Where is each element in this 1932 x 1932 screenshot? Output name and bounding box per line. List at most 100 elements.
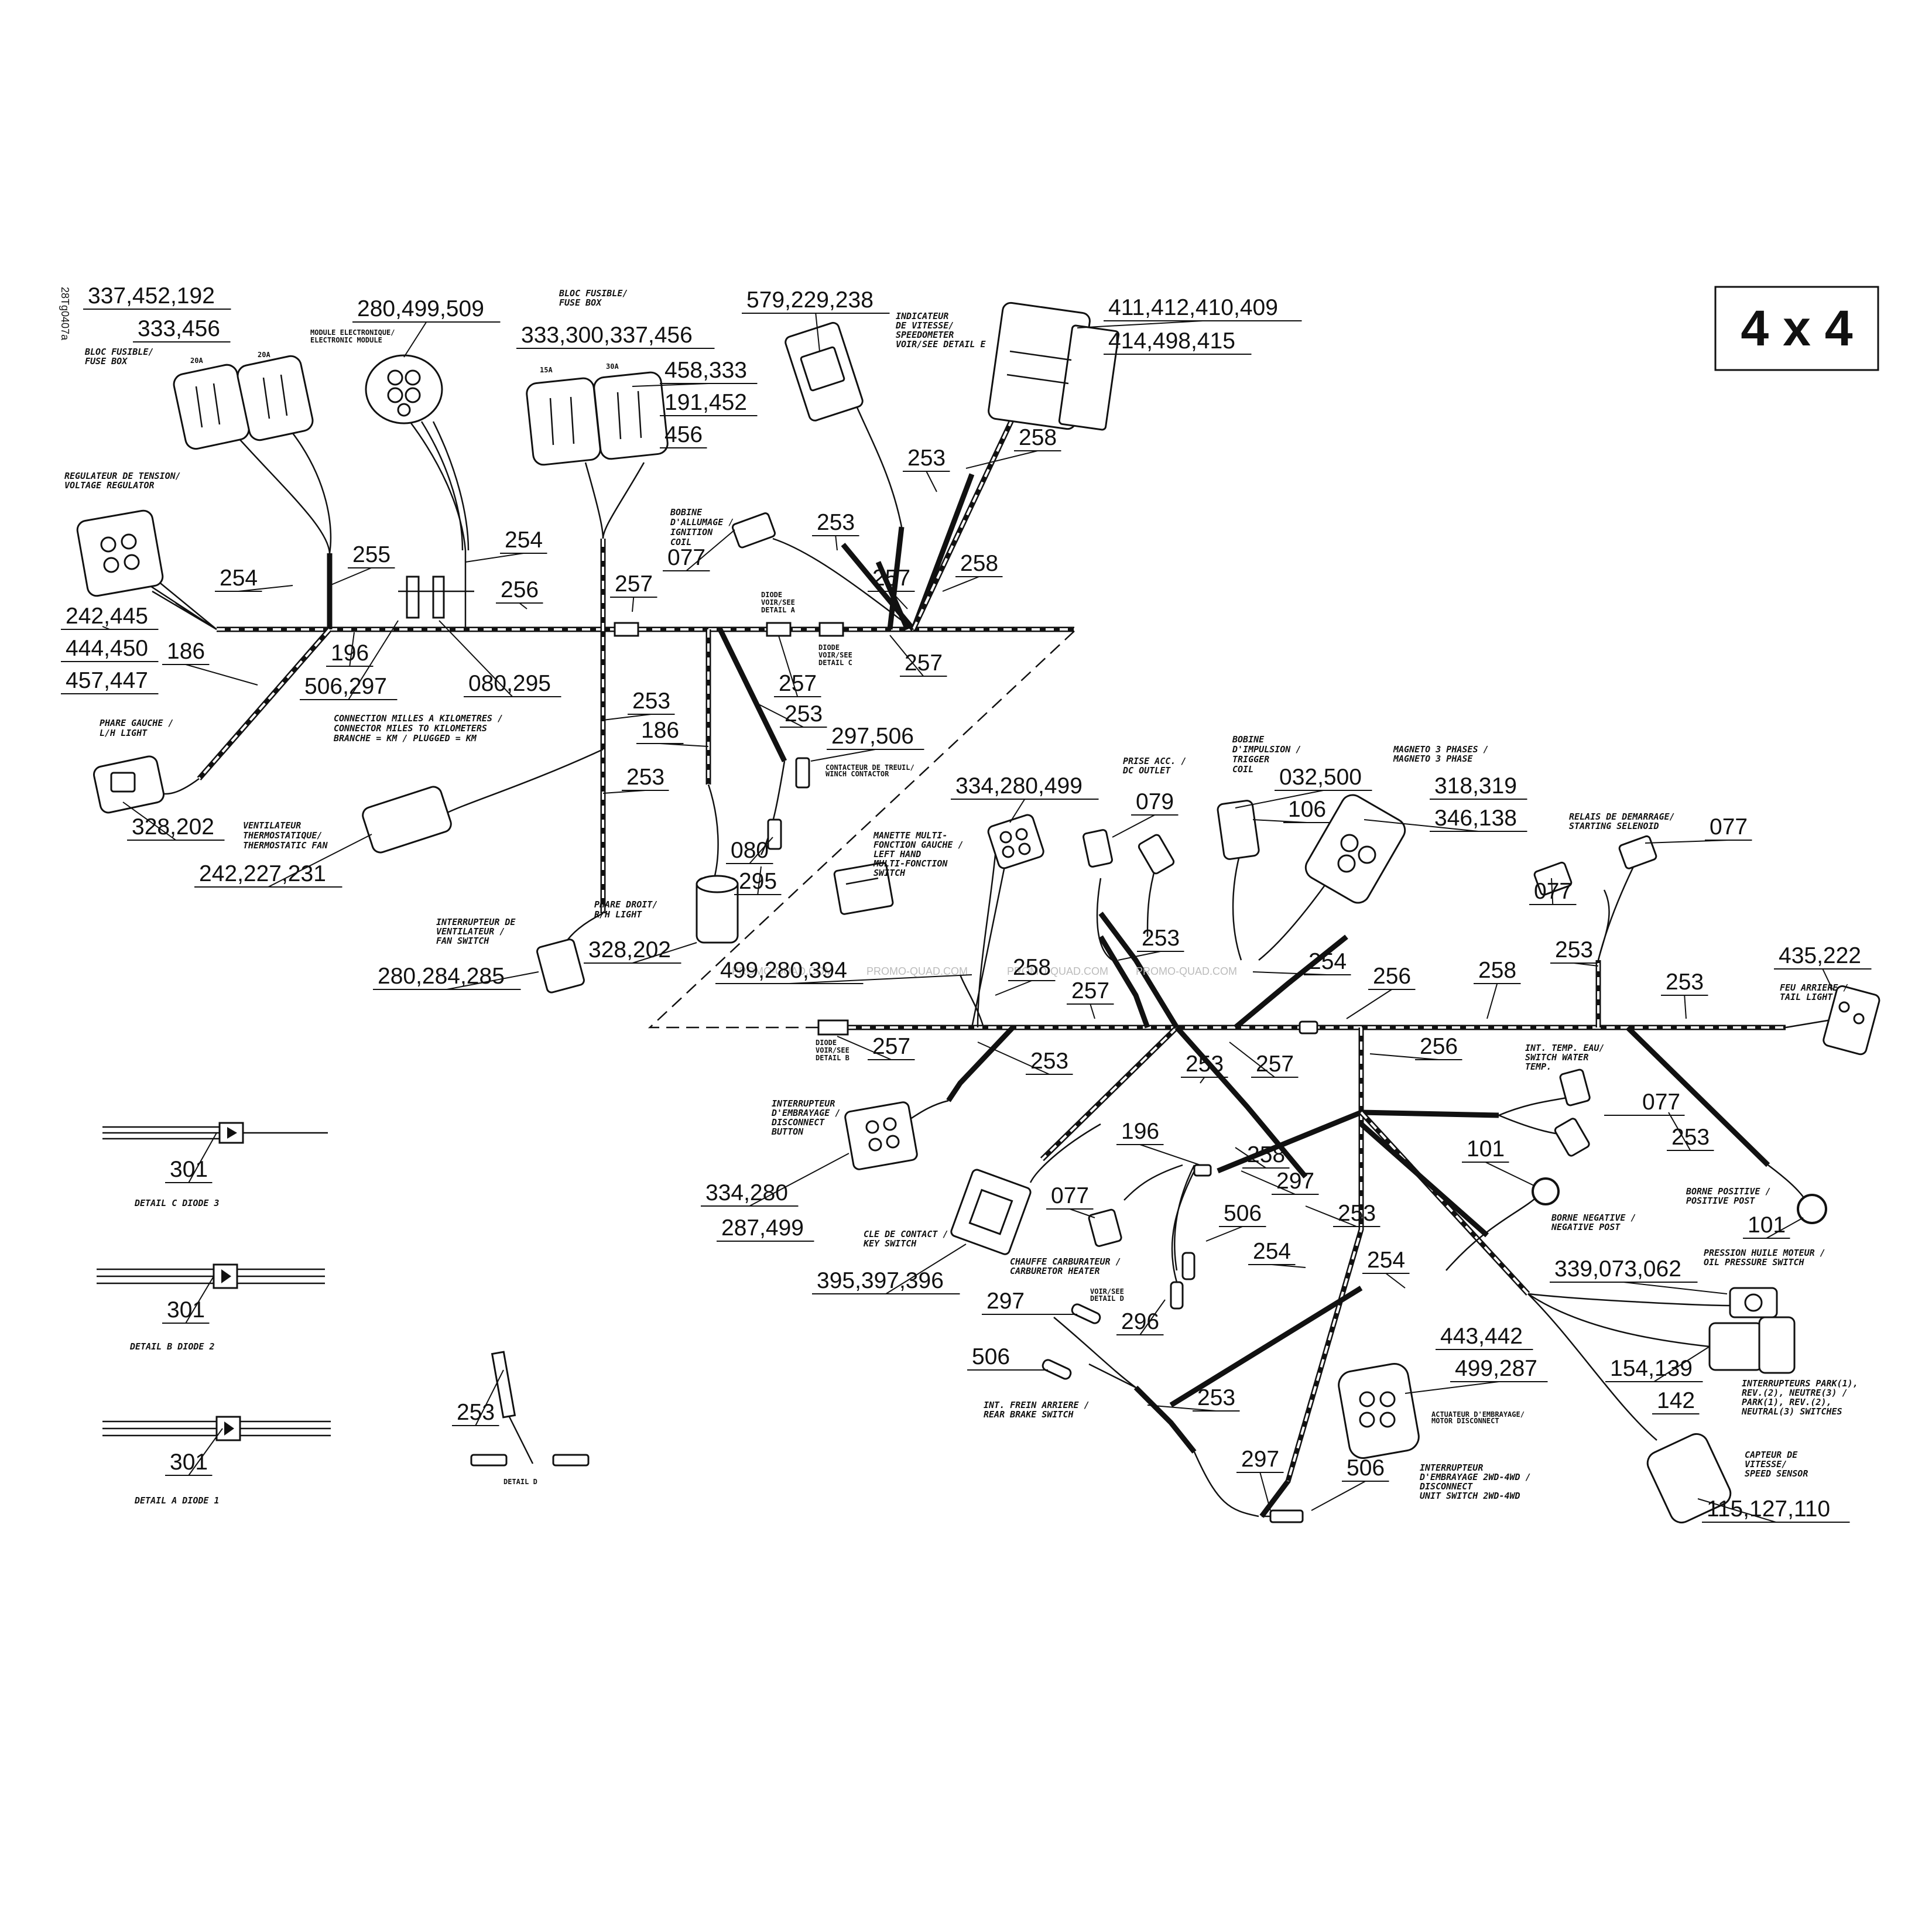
callout-leader xyxy=(122,801,176,841)
callout-c67: 196 xyxy=(1121,1119,1159,1144)
upper-harness xyxy=(197,379,1074,913)
label-l3: BLOC FUSIBLE/FUSE BOX xyxy=(559,288,628,308)
callout-c69: 297 xyxy=(1276,1169,1314,1194)
callout-leader xyxy=(1241,1170,1296,1195)
callout-leader xyxy=(1697,1498,1776,1523)
callout-c65: 077 xyxy=(1642,1090,1680,1115)
label-l5: REGULATEUR DE TENSION/VOLTAGE REGULATOR xyxy=(64,471,181,491)
callout-leader xyxy=(1090,1003,1095,1019)
callout-c82: 296 xyxy=(1121,1309,1159,1334)
callout-c58: 253 xyxy=(1666,970,1704,995)
callout-c9: 411,412,410,409 xyxy=(1108,295,1278,320)
callout-leader xyxy=(1229,1042,1275,1078)
callout-c46: 318,319 xyxy=(1434,773,1517,799)
fan-switch-connector xyxy=(536,938,585,994)
diode-c-marker xyxy=(818,622,844,637)
label-l26: CLE DE CONTACT /KEY SWITCH xyxy=(863,1229,948,1249)
callout-c85: 499,287 xyxy=(1455,1356,1537,1381)
callout-c83: 506 xyxy=(972,1344,1010,1369)
callout-leader xyxy=(778,635,799,697)
diode-upper-marker xyxy=(614,622,639,637)
callout-leader xyxy=(102,626,110,630)
watermark-4: PROMO-QUAD.COM xyxy=(1136,965,1237,977)
callout-leader xyxy=(755,702,804,728)
callout-c42: 334,280,499 xyxy=(955,773,1083,799)
rh-light-connector xyxy=(696,875,739,944)
callout-leader xyxy=(1305,1205,1357,1227)
callout-c76: 253 xyxy=(1338,1201,1376,1226)
callout-leader xyxy=(1364,819,1479,832)
callout-c71: 101 xyxy=(1748,1212,1786,1238)
callout-c37: 242,227,231 xyxy=(199,861,326,886)
magneto-connector xyxy=(1304,794,1406,904)
callout-c59: 435,222 xyxy=(1779,943,1861,968)
motor-disconnect-actuator xyxy=(1338,1363,1420,1459)
callout-leader xyxy=(660,743,709,747)
callout-leader xyxy=(815,313,820,352)
lower-connectors xyxy=(817,794,1880,1524)
callout-leader xyxy=(439,620,513,697)
callout-c5: 458,333 xyxy=(664,358,747,383)
fuse-rating-1: 20A xyxy=(190,357,203,365)
negative-post xyxy=(1532,1177,1560,1205)
callout-c2: 333,456 xyxy=(138,316,220,341)
callout-c91: 115,127,110 xyxy=(1707,1496,1830,1522)
callout-c30: 257 xyxy=(905,650,943,676)
callout-c33: 253 xyxy=(626,765,664,790)
callout-c73: 287,499 xyxy=(721,1215,804,1241)
detail-c-diode-3 xyxy=(102,1122,328,1144)
callout-c14: 256 xyxy=(501,577,539,602)
callout-leader xyxy=(329,567,372,586)
model-badge: 4 x 4 xyxy=(1714,286,1879,371)
label-l17: MAGNETO 3 PHASES /MAGNETO 3 PHASE xyxy=(1393,744,1489,764)
callout-leader xyxy=(632,942,697,964)
callout-c32: 186 xyxy=(641,718,679,743)
callout-leader xyxy=(475,1369,504,1426)
callout-c57: 253 xyxy=(1555,937,1593,962)
voltage-regulator xyxy=(76,509,164,597)
label-l19: MANETTE MULTI-FONCTION GAUCHE /LEFT HAND… xyxy=(873,830,964,878)
callout-leader xyxy=(810,749,876,762)
callout-leader xyxy=(965,450,1038,469)
detail-d-splice xyxy=(470,1351,590,1467)
callout-leader xyxy=(942,576,979,592)
callout-c19: 253 xyxy=(907,446,946,471)
detail-b-diode-2 xyxy=(97,1263,325,1289)
label-l31: ACTUATEUR D'EMBRAYAGE/MOTOR DISCONNECT xyxy=(1431,1410,1525,1425)
callout-c38: 080 xyxy=(731,838,769,863)
callout-leader xyxy=(1259,1472,1271,1511)
callout-c35: 297,506 xyxy=(831,724,914,749)
callout-leader xyxy=(1486,983,1498,1019)
callout-c18: 258 xyxy=(1019,425,1057,450)
callout-leader xyxy=(1574,962,1599,967)
key-switch-connector xyxy=(950,1169,1032,1255)
callout-leader xyxy=(686,529,735,571)
callout-leader xyxy=(519,602,527,609)
callout-leader xyxy=(1405,1381,1499,1394)
callout-leader xyxy=(890,591,908,609)
callout-leader xyxy=(1822,968,1833,990)
callout-c55: 256 xyxy=(1373,964,1411,989)
callout-leader xyxy=(1200,1077,1205,1084)
fuse-rating-3: 15A xyxy=(540,366,553,374)
callout-c77: 254 xyxy=(1253,1239,1291,1264)
watermark-1: PROMO-QUAD.COM xyxy=(732,965,833,977)
callout-leader xyxy=(789,974,972,984)
callout-c28: 080,295 xyxy=(468,671,551,696)
callout-c87: 142 xyxy=(1657,1388,1695,1413)
callout-c62: 253 xyxy=(1186,1051,1224,1077)
callout-c78: 254 xyxy=(1367,1248,1405,1273)
callout-c44: 032,500 xyxy=(1279,765,1362,790)
label-l24: BORNE POSITIVE /POSITIVE POST xyxy=(1686,1186,1771,1206)
callout-c61: 253 xyxy=(1030,1049,1068,1074)
callout-c70: 101 xyxy=(1467,1136,1505,1162)
callout-leader xyxy=(1346,989,1392,1019)
callout-leader xyxy=(1069,1208,1095,1218)
label-l20: FEU ARRIERE /TAIL LIGHT xyxy=(1780,982,1848,1002)
callout-c27: 506,297 xyxy=(304,674,387,699)
detail-a-diode-1 xyxy=(102,1416,331,1441)
